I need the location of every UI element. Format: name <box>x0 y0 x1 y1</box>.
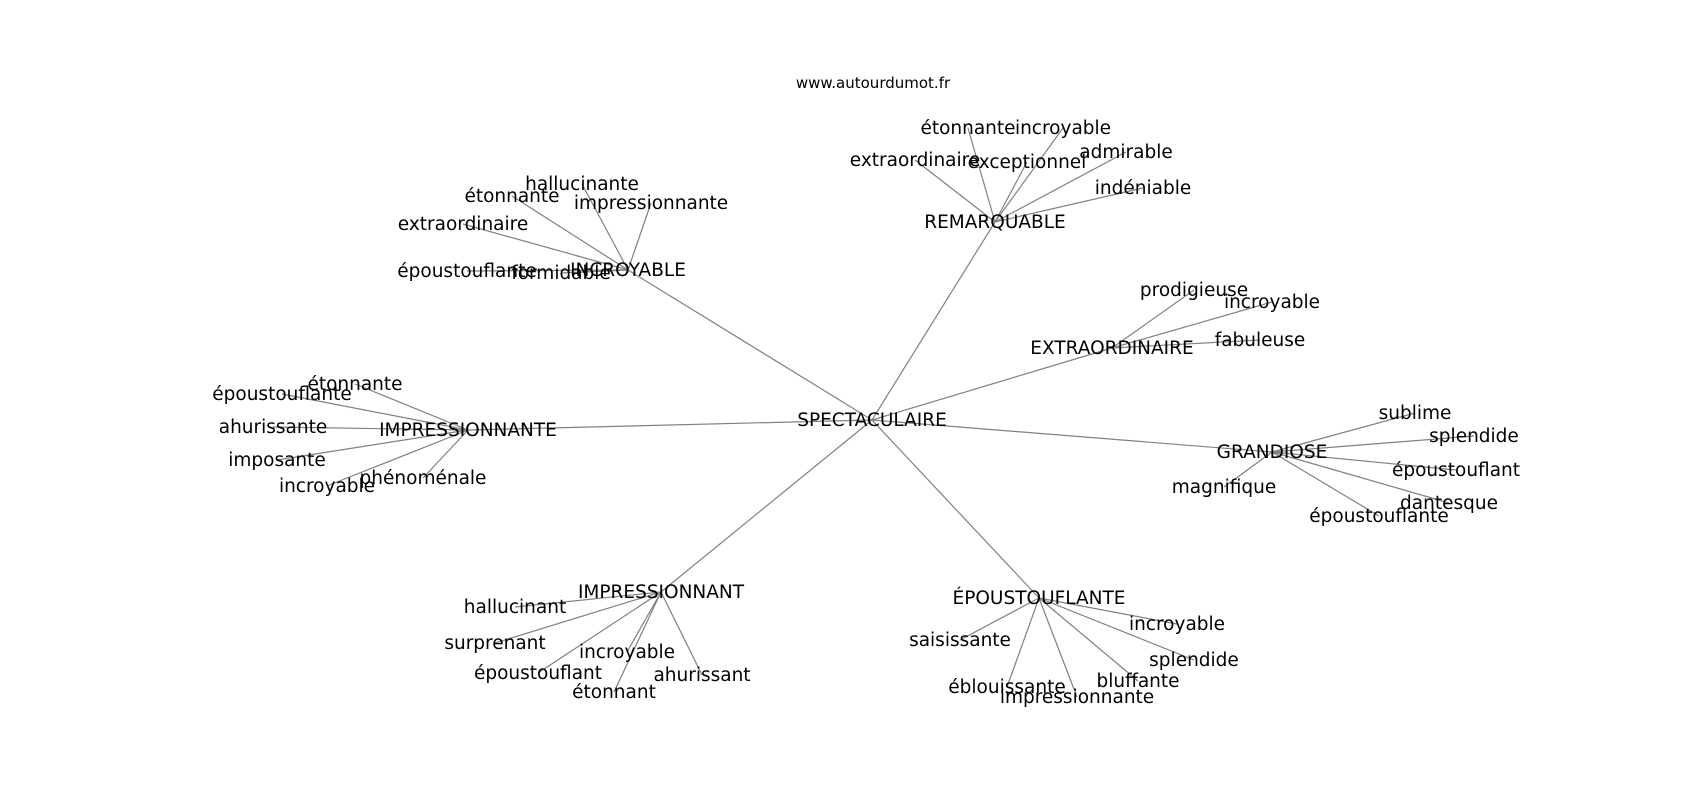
edge-incroyable-2 <box>627 202 652 271</box>
leaf-node-grandiose-5: époustouflante <box>1309 506 1448 527</box>
edge-center-impressionnante <box>467 419 873 431</box>
leaf-node-epoustouflante-2: splendide <box>1149 650 1239 671</box>
edge-remarquable-0 <box>967 127 996 223</box>
leaf-node-remarquable-5: indéniable <box>1095 178 1191 199</box>
edge-grandiose-5 <box>1271 451 1380 517</box>
leaf-node-remarquable-4: admirable <box>1079 142 1172 163</box>
edge-incroyable-0 <box>581 183 629 271</box>
leaf-node-impressionnante-4: phénoménale <box>360 468 487 489</box>
leaf-node-incroyable-2: impressionnante <box>574 193 728 214</box>
edge-impressionnante-0 <box>354 383 469 431</box>
edge-center-epoustouflante <box>871 419 1040 599</box>
leaf-node-epoustouflante-5: impressionnante <box>1000 687 1154 708</box>
leaf-node-incroyable-4: époustouflante <box>397 261 536 282</box>
leaf-node-impressionnant-2: incroyable <box>579 642 675 663</box>
hub-node-impressionnante: IMPRESSIONNANTE <box>379 420 557 441</box>
edge-extraordinaire-2 <box>1111 339 1261 349</box>
edge-extraordinaire-0 <box>1111 289 1195 349</box>
leaf-node-impressionnant-3: époustouflant <box>474 663 602 684</box>
edge-grandiose-2 <box>1271 451 1457 471</box>
edge-remarquable-4 <box>994 151 1127 223</box>
leaf-node-extraordinaire-1: incroyable <box>1224 292 1320 313</box>
edge-epoustouflante-2 <box>1038 597 1195 661</box>
leaf-node-impressionnante-2: ahurissante <box>219 417 328 438</box>
edge-impressionnante-4 <box>422 429 469 479</box>
edge-incroyable-3 <box>462 223 629 271</box>
leaf-node-impressionnant-5: étonnant <box>572 682 656 703</box>
edge-epoustouflante-5 <box>1038 597 1078 698</box>
leaf-node-grandiose-0: sublime <box>1379 403 1452 424</box>
edge-impressionnante-5 <box>326 429 469 487</box>
leaf-node-extraordinaire-0: prodigieuse <box>1140 280 1248 301</box>
center-node-label: SPECTACULAIRE <box>797 410 947 431</box>
leaf-node-impressionnante-5: incroyable <box>279 476 375 497</box>
edge-remarquable-3 <box>994 161 1028 223</box>
leaf-node-incroyable-0: hallucinante <box>525 174 639 195</box>
edge-center-remarquable <box>871 221 996 421</box>
leaf-node-grandiose-3: magnifique <box>1172 477 1276 498</box>
edge-grandiose-0 <box>1271 412 1416 453</box>
edge-impressionnant-5 <box>613 591 662 693</box>
edge-epoustouflante-3 <box>1038 597 1139 682</box>
leaf-node-remarquable-0: étonnante <box>920 118 1015 139</box>
leaf-node-incroyable-3: extraordinaire <box>398 214 528 235</box>
edge-grandiose-4 <box>1271 451 1450 504</box>
hub-node-impressionnant: IMPRESSIONNANT <box>578 582 745 603</box>
edge-impressionnante-2 <box>272 426 469 431</box>
leaf-node-impressionnante-1: époustouflante <box>212 384 351 405</box>
edge-impressionnant-1 <box>494 591 662 644</box>
leaf-node-remarquable-2: extraordinaire <box>850 150 980 171</box>
edge-grandiose-1 <box>1271 435 1475 453</box>
hub-node-extraordinaire: EXTRAORDINAIRE <box>1030 338 1193 359</box>
leaf-node-grandiose-2: époustouflant <box>1392 460 1520 481</box>
edge-impressionnante-3 <box>276 429 469 461</box>
edge-epoustouflante-0 <box>1038 597 1178 625</box>
edge-impressionnant-4 <box>660 591 703 676</box>
watermark-url: www.autourdumot.fr <box>796 74 951 92</box>
edge-center-incroyable <box>627 269 873 421</box>
edge-grandiose-3 <box>1223 451 1273 488</box>
leaf-node-extraordinaire-2: fabuleuse <box>1215 330 1306 351</box>
leaf-node-grandiose-4: dantesque <box>1400 493 1498 514</box>
edge-incroyable-4 <box>466 269 629 272</box>
leaf-node-epoustouflante-4: éblouissante <box>948 677 1065 698</box>
edge-remarquable-1 <box>994 127 1064 223</box>
leaf-node-impressionnante-0: étonnante <box>307 374 402 395</box>
edge-center-extraordinaire <box>871 347 1113 421</box>
leaf-node-impressionnant-1: surprenant <box>444 633 545 654</box>
leaf-node-epoustouflante-1: saisissante <box>909 630 1011 651</box>
edge-impressionnant-0 <box>514 591 662 608</box>
edge-impressionnant-2 <box>626 591 662 653</box>
edge-layer <box>272 127 1475 698</box>
edge-extraordinaire-1 <box>1111 301 1273 349</box>
leaf-node-impressionnant-4: ahurissant <box>653 665 750 686</box>
edge-epoustouflante-4 <box>1006 597 1040 688</box>
edge-incroyable-5 <box>560 269 629 274</box>
edge-remarquable-2 <box>914 159 996 223</box>
edge-impressionnante-1 <box>281 393 469 431</box>
leaf-node-impressionnant-0: hallucinant <box>464 597 566 618</box>
edge-impressionnant-3 <box>537 591 662 674</box>
edge-incroyable-1 <box>511 195 629 271</box>
hub-node-grandiose: GRANDIOSE <box>1217 442 1328 463</box>
edge-center-impressionnant <box>660 419 873 593</box>
edge-epoustouflante-1 <box>959 597 1040 641</box>
leaf-node-incroyable-1: étonnante <box>464 186 559 207</box>
leaf-node-impressionnante-3: imposante <box>228 450 326 471</box>
leaf-node-epoustouflante-0: incroyable <box>1129 614 1225 635</box>
leaf-node-incroyable-5: formidable <box>511 263 611 284</box>
leaf-node-remarquable-3: exceptionnel <box>968 152 1087 173</box>
hub-node-remarquable: REMARQUABLE <box>924 212 1065 233</box>
leaf-node-grandiose-1: splendide <box>1429 426 1519 447</box>
leaf-node-remarquable-1: incroyable <box>1015 118 1111 139</box>
edge-remarquable-5 <box>994 187 1144 223</box>
hub-node-epoustouflante: ÉPOUSTOUFLANTE <box>953 587 1126 609</box>
edge-center-grandiose <box>871 419 1273 453</box>
leaf-node-epoustouflante-3: bluffante <box>1096 671 1179 692</box>
hub-node-incroyable: INCROYABLE <box>570 260 686 281</box>
